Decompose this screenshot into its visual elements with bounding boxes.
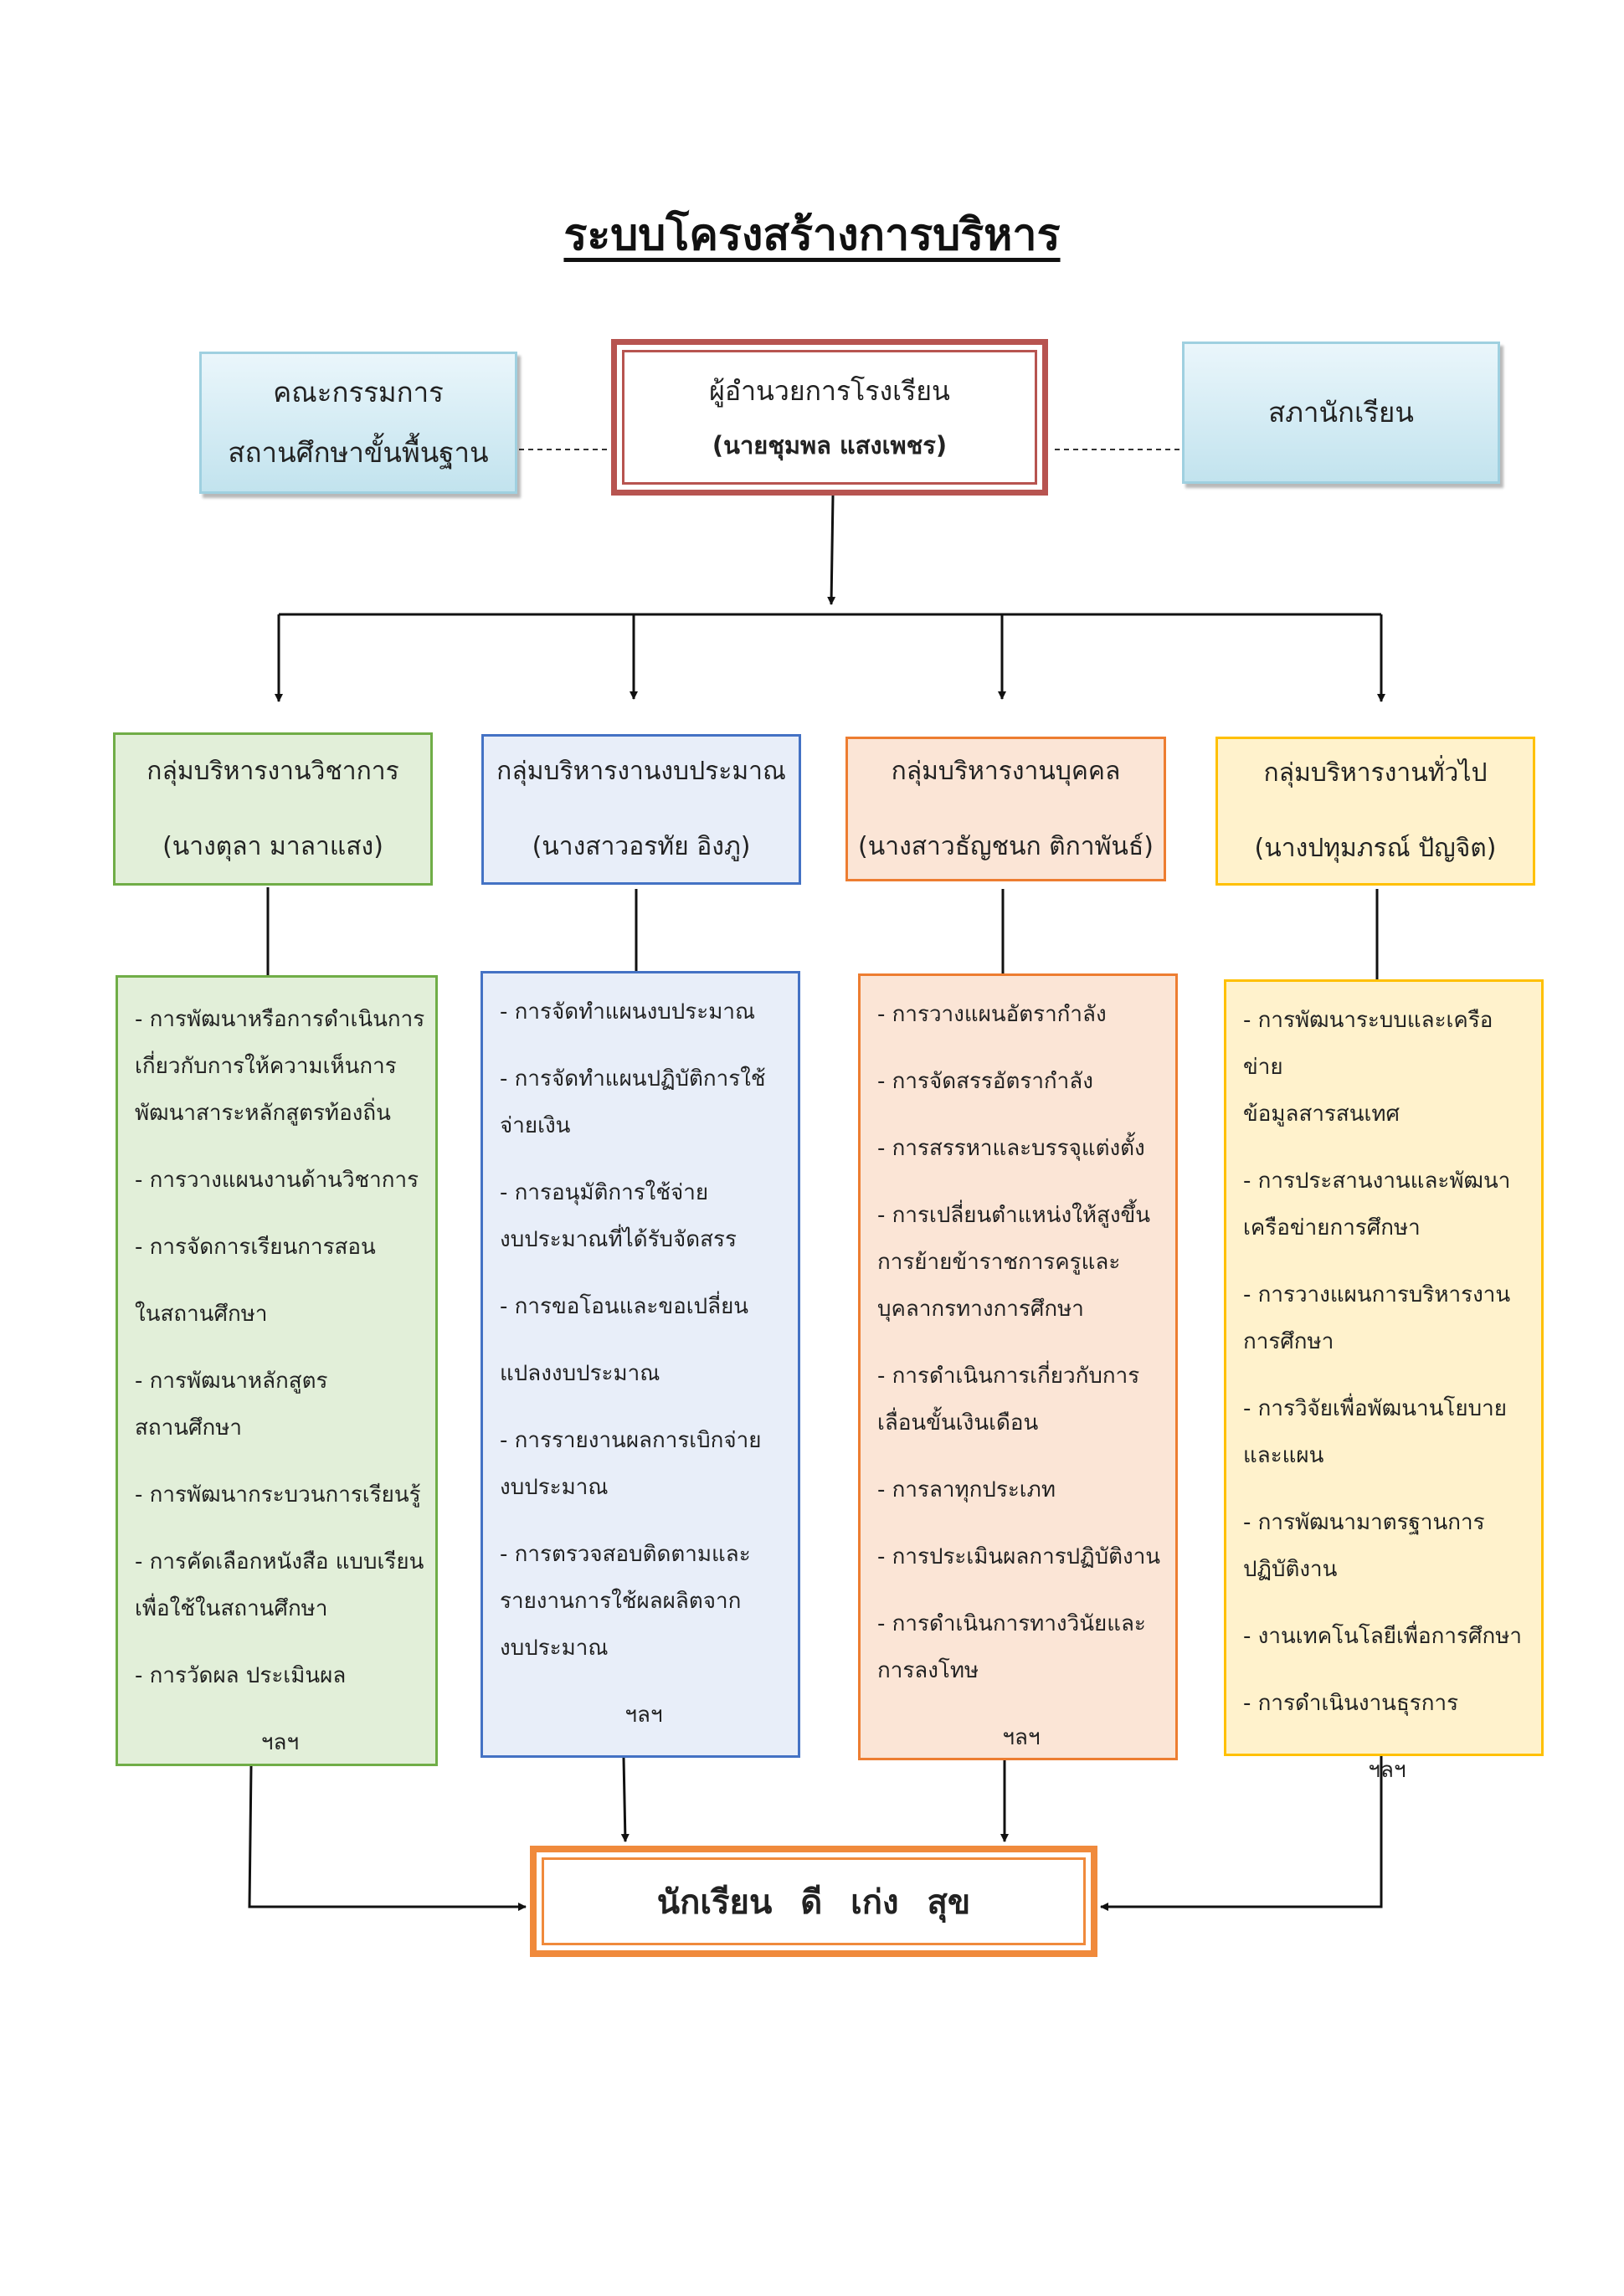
- task-list-personnel: - การวางแผนอัตรากำลัง - การจัดสรรอัตรากำ…: [858, 973, 1178, 1760]
- outcome-box: นักเรียน ดี เก่ง สุข: [530, 1846, 1097, 1957]
- list-item: การย้ายข้าราชการครูและ: [877, 1250, 1121, 1275]
- list-item: และแผน: [1243, 1443, 1324, 1468]
- outcome-label: นักเรียน ดี เก่ง สุข: [542, 1857, 1086, 1945]
- list-item: - การจัดทำแผนงบประมาณ: [500, 999, 756, 1025]
- list-item: - การวิจัยเพื่อพัฒนานโยบาย: [1243, 1396, 1507, 1421]
- list-item: - การวางแผนการบริหารงาน: [1243, 1282, 1511, 1307]
- arrow-director-down: [827, 495, 836, 605]
- arrow-group-4-to-outcome: [1100, 1756, 1383, 1911]
- list-item: - การพัฒนาหรือการดำเนินการ: [135, 1007, 425, 1032]
- list-etc: ฯลฯ: [1368, 1758, 1406, 1783]
- list-item: - การวางแผนอัตรากำลัง: [877, 1002, 1107, 1027]
- list-etc: ฯลฯ: [624, 1703, 663, 1728]
- list-item: - การประเมินผลการปฏิบัติงาน: [877, 1544, 1161, 1569]
- school-board-line1: คณะกรรมการ: [273, 376, 444, 408]
- list-item: งบประมาณ: [500, 1636, 609, 1661]
- list-item: - การดำเนินการทางวินัยและ: [877, 1611, 1146, 1636]
- list-item: - การจัดทำแผนปฏิบัติการใช้: [500, 1066, 766, 1091]
- list-item: - การดำเนินการเกี่ยวกับการ: [877, 1364, 1140, 1389]
- list-item: - งานเทคโนโลยีเพื่อการศึกษา: [1243, 1624, 1522, 1649]
- list-item: - การดำเนินงานธุรการ: [1243, 1691, 1459, 1716]
- group-head-personnel: กลุ่มบริหารงานบุคคล (นางสาวธัญชนก ติกาพั…: [845, 737, 1166, 881]
- school-board-box: คณะกรรมการ สถานศึกษาขั้นพื้นฐาน: [199, 352, 517, 494]
- director-position: ผู้อำนวยการโรงเรียน: [709, 375, 950, 407]
- task-list-academic: - การพัฒนาหรือการดำเนินการ เกี่ยวกับการใ…: [116, 975, 438, 1766]
- list-item: - การวัดผล ประเมินผล: [135, 1663, 347, 1688]
- student-council-label: สภานักเรียน: [1268, 396, 1414, 429]
- director-box: ผู้อำนวยการโรงเรียน (นายชุมพล แสงเพชร): [611, 339, 1048, 496]
- list-item: - การสรรหาและบรรจุแต่งตั้ง: [877, 1136, 1145, 1161]
- list-item: เลื่อนขั้นเงินเดือน: [877, 1410, 1039, 1436]
- list-item: ปฏิบัติงาน: [1243, 1557, 1338, 1582]
- list-item: การศึกษา: [1243, 1329, 1334, 1354]
- task-list-budget: - การจัดทำแผนงบประมาณ - การจัดทำแผนปฏิบั…: [481, 971, 800, 1758]
- group-head-name: (นางตุลา มาลาแสง): [162, 831, 383, 861]
- list-item: - การพัฒนากระบวนการเรียนรู้: [135, 1482, 421, 1508]
- group-title: กลุ่มบริหารงานงบประมาณ: [496, 757, 786, 786]
- arrow-group-2-to-outcome: [620, 1757, 630, 1842]
- list-item: สถานศึกษา: [135, 1415, 242, 1441]
- list-item: - การประสานงานและพัฒนา: [1243, 1169, 1511, 1194]
- list-item: - การจัดสรรอัตรากำลัง: [877, 1069, 1093, 1094]
- group-title: กลุ่มบริหารงานทั่วไป: [1263, 758, 1488, 788]
- page-title: ระบบโครงสร้างการบริหาร: [563, 210, 1061, 260]
- list-item: แปลงงบประมาณ: [500, 1361, 660, 1386]
- list-item: ข้อมูลสารสนเทศ: [1243, 1102, 1400, 1127]
- list-item: - การเปลี่ยนตำแหน่งให้สูงขึ้น: [877, 1203, 1151, 1228]
- group-head-name: (นางสาวอรทัย อิงภู): [532, 832, 751, 861]
- list-item: เพื่อใช้ในสถานศึกษา: [135, 1596, 328, 1621]
- list-item: - การพัฒนาหลักสูตร: [135, 1369, 328, 1394]
- list-item: - การลาทุกประเภท: [877, 1477, 1056, 1502]
- list-item: เกี่ยวกับการให้ความเห็นการ: [135, 1054, 397, 1079]
- school-board-line2: สถานศึกษาขั้นพื้นฐาน: [228, 436, 489, 469]
- list-item: งบประมาณที่ได้รับจัดสรร: [500, 1227, 737, 1252]
- group-head-name: (นางสาวธัญชนก ติกาพันธ์): [858, 831, 1154, 861]
- list-item: พัฒนาสาระหลักสูตรท้องถิ่น: [135, 1101, 391, 1126]
- list-etc: ฯลฯ: [260, 1730, 300, 1755]
- list-item: งบประมาณ: [500, 1475, 609, 1500]
- list-item: - การรายงานผลการเบิกจ่าย: [500, 1428, 762, 1453]
- list-item: - การพัฒนามาตรฐานการ: [1243, 1510, 1485, 1535]
- list-item: บุคลากรทางการศึกษา: [877, 1297, 1084, 1322]
- list-item: - การจัดการเรียนการสอน: [135, 1235, 376, 1260]
- list-etc: ฯลฯ: [1002, 1725, 1041, 1750]
- list-item: การลงโทษ: [877, 1658, 979, 1683]
- arrow-group-1-to-outcome: [248, 1765, 527, 1911]
- group-head-general: กลุ่มบริหารงานทั่วไป (นางปทุมภรณ์ ปัญจิต…: [1215, 737, 1535, 886]
- student-council-box: สภานักเรียน: [1182, 342, 1500, 484]
- list-item: เครือข่ายการศึกษา: [1243, 1215, 1421, 1240]
- group-title: กลุ่มบริหารงานวิชาการ: [146, 756, 399, 786]
- director-name: (นายชุมพล แสงเพชร): [712, 431, 948, 460]
- list-item: - การคัดเลือกหนังสือ แบบเรียน: [135, 1549, 424, 1574]
- list-item: - การวางแผนงานด้านวิชาการ: [135, 1168, 419, 1193]
- list-item: - การพัฒนาระบบและเครือข่าย: [1243, 1008, 1493, 1080]
- group-title: กลุ่มบริหารงานบุคคล: [891, 756, 1121, 786]
- group-head-name: (นางปทุมภรณ์ ปัญจิต): [1254, 834, 1497, 863]
- list-item: รายงานการใช้ผลผลิตจาก: [500, 1589, 742, 1614]
- task-list-general: - การพัฒนาระบบและเครือข่าย ข้อมูลสารสนเท…: [1224, 979, 1544, 1783]
- group-head-academic: กลุ่มบริหารงานวิชาการ (นางตุลา มาลาแสง): [113, 732, 433, 886]
- list-item: - การขอโอนและขอเปลี่ยน: [500, 1294, 749, 1319]
- list-item: ในสถานศึกษา: [135, 1302, 268, 1327]
- group-head-budget: กลุ่มบริหารงานงบประมาณ (นางสาวอรทัย อิงภ…: [481, 734, 801, 885]
- list-item: - การอนุมัติการใช้จ่าย: [500, 1180, 709, 1205]
- list-item: - การตรวจสอบติดตามและ: [500, 1542, 751, 1567]
- list-item: จ่ายเงิน: [500, 1113, 571, 1138]
